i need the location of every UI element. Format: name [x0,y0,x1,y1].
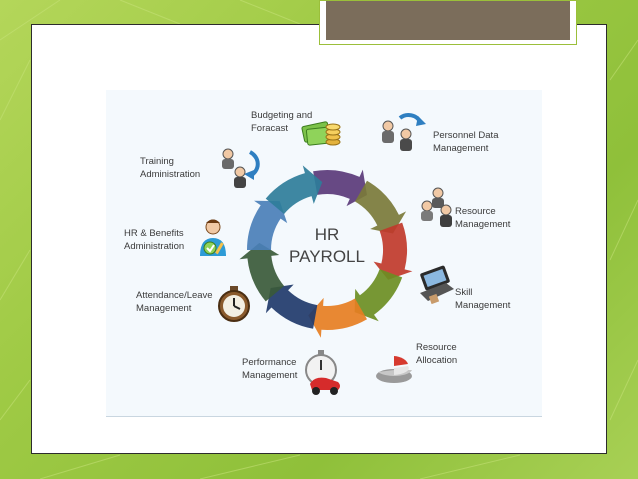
cycle-arrow-5 [308,297,367,338]
pie-chart-icon [376,356,412,383]
node-label-attendance: Attendance/Leave Management [136,290,213,314]
hub-title-line1: HR [314,225,340,244]
hub-title-line2: PAYROLL [289,247,365,266]
person-check-icon [200,219,226,256]
people-sync-icon [382,113,426,151]
cycle-arrow-8 [247,200,288,250]
cycle-arrow-4 [354,269,403,322]
node-label-budgeting: Budgeting and Foracast [251,110,313,134]
cycle-arrow-1 [313,169,367,207]
stopwatch-car-icon [305,350,340,395]
title-placeholder [319,0,577,45]
node-label-allocation: Resource Allocation [416,342,458,366]
node-label-skill: Skill Management [455,287,511,311]
clock-icon [218,286,250,322]
node-label-benefits: HR & Benefits Administration [124,228,185,252]
people-group-icon [421,187,452,227]
money-icon [301,121,341,146]
diagram-baseline [106,416,542,417]
cycle-arrow-7 [239,242,285,302]
node-label-training: Training Administration [140,156,201,180]
cycle-arrow-2 [355,180,407,234]
people-cycle-icon [222,148,260,188]
cycle-arrow-6 [265,284,318,329]
title-bar [326,1,570,40]
node-label-performance: Performance Management [242,357,298,381]
laptop-icon [420,265,454,305]
hr-payroll-diagram: HR PAYROLL Budgeting and Foracast Person… [106,90,542,416]
node-label-resource-management: Resource Management [455,206,511,230]
node-label-personnel: Personnel Data Management [433,130,499,154]
cycle-ring [239,165,413,338]
cycle-arrow-3 [373,222,413,280]
cycle-arrow-9 [265,165,323,215]
